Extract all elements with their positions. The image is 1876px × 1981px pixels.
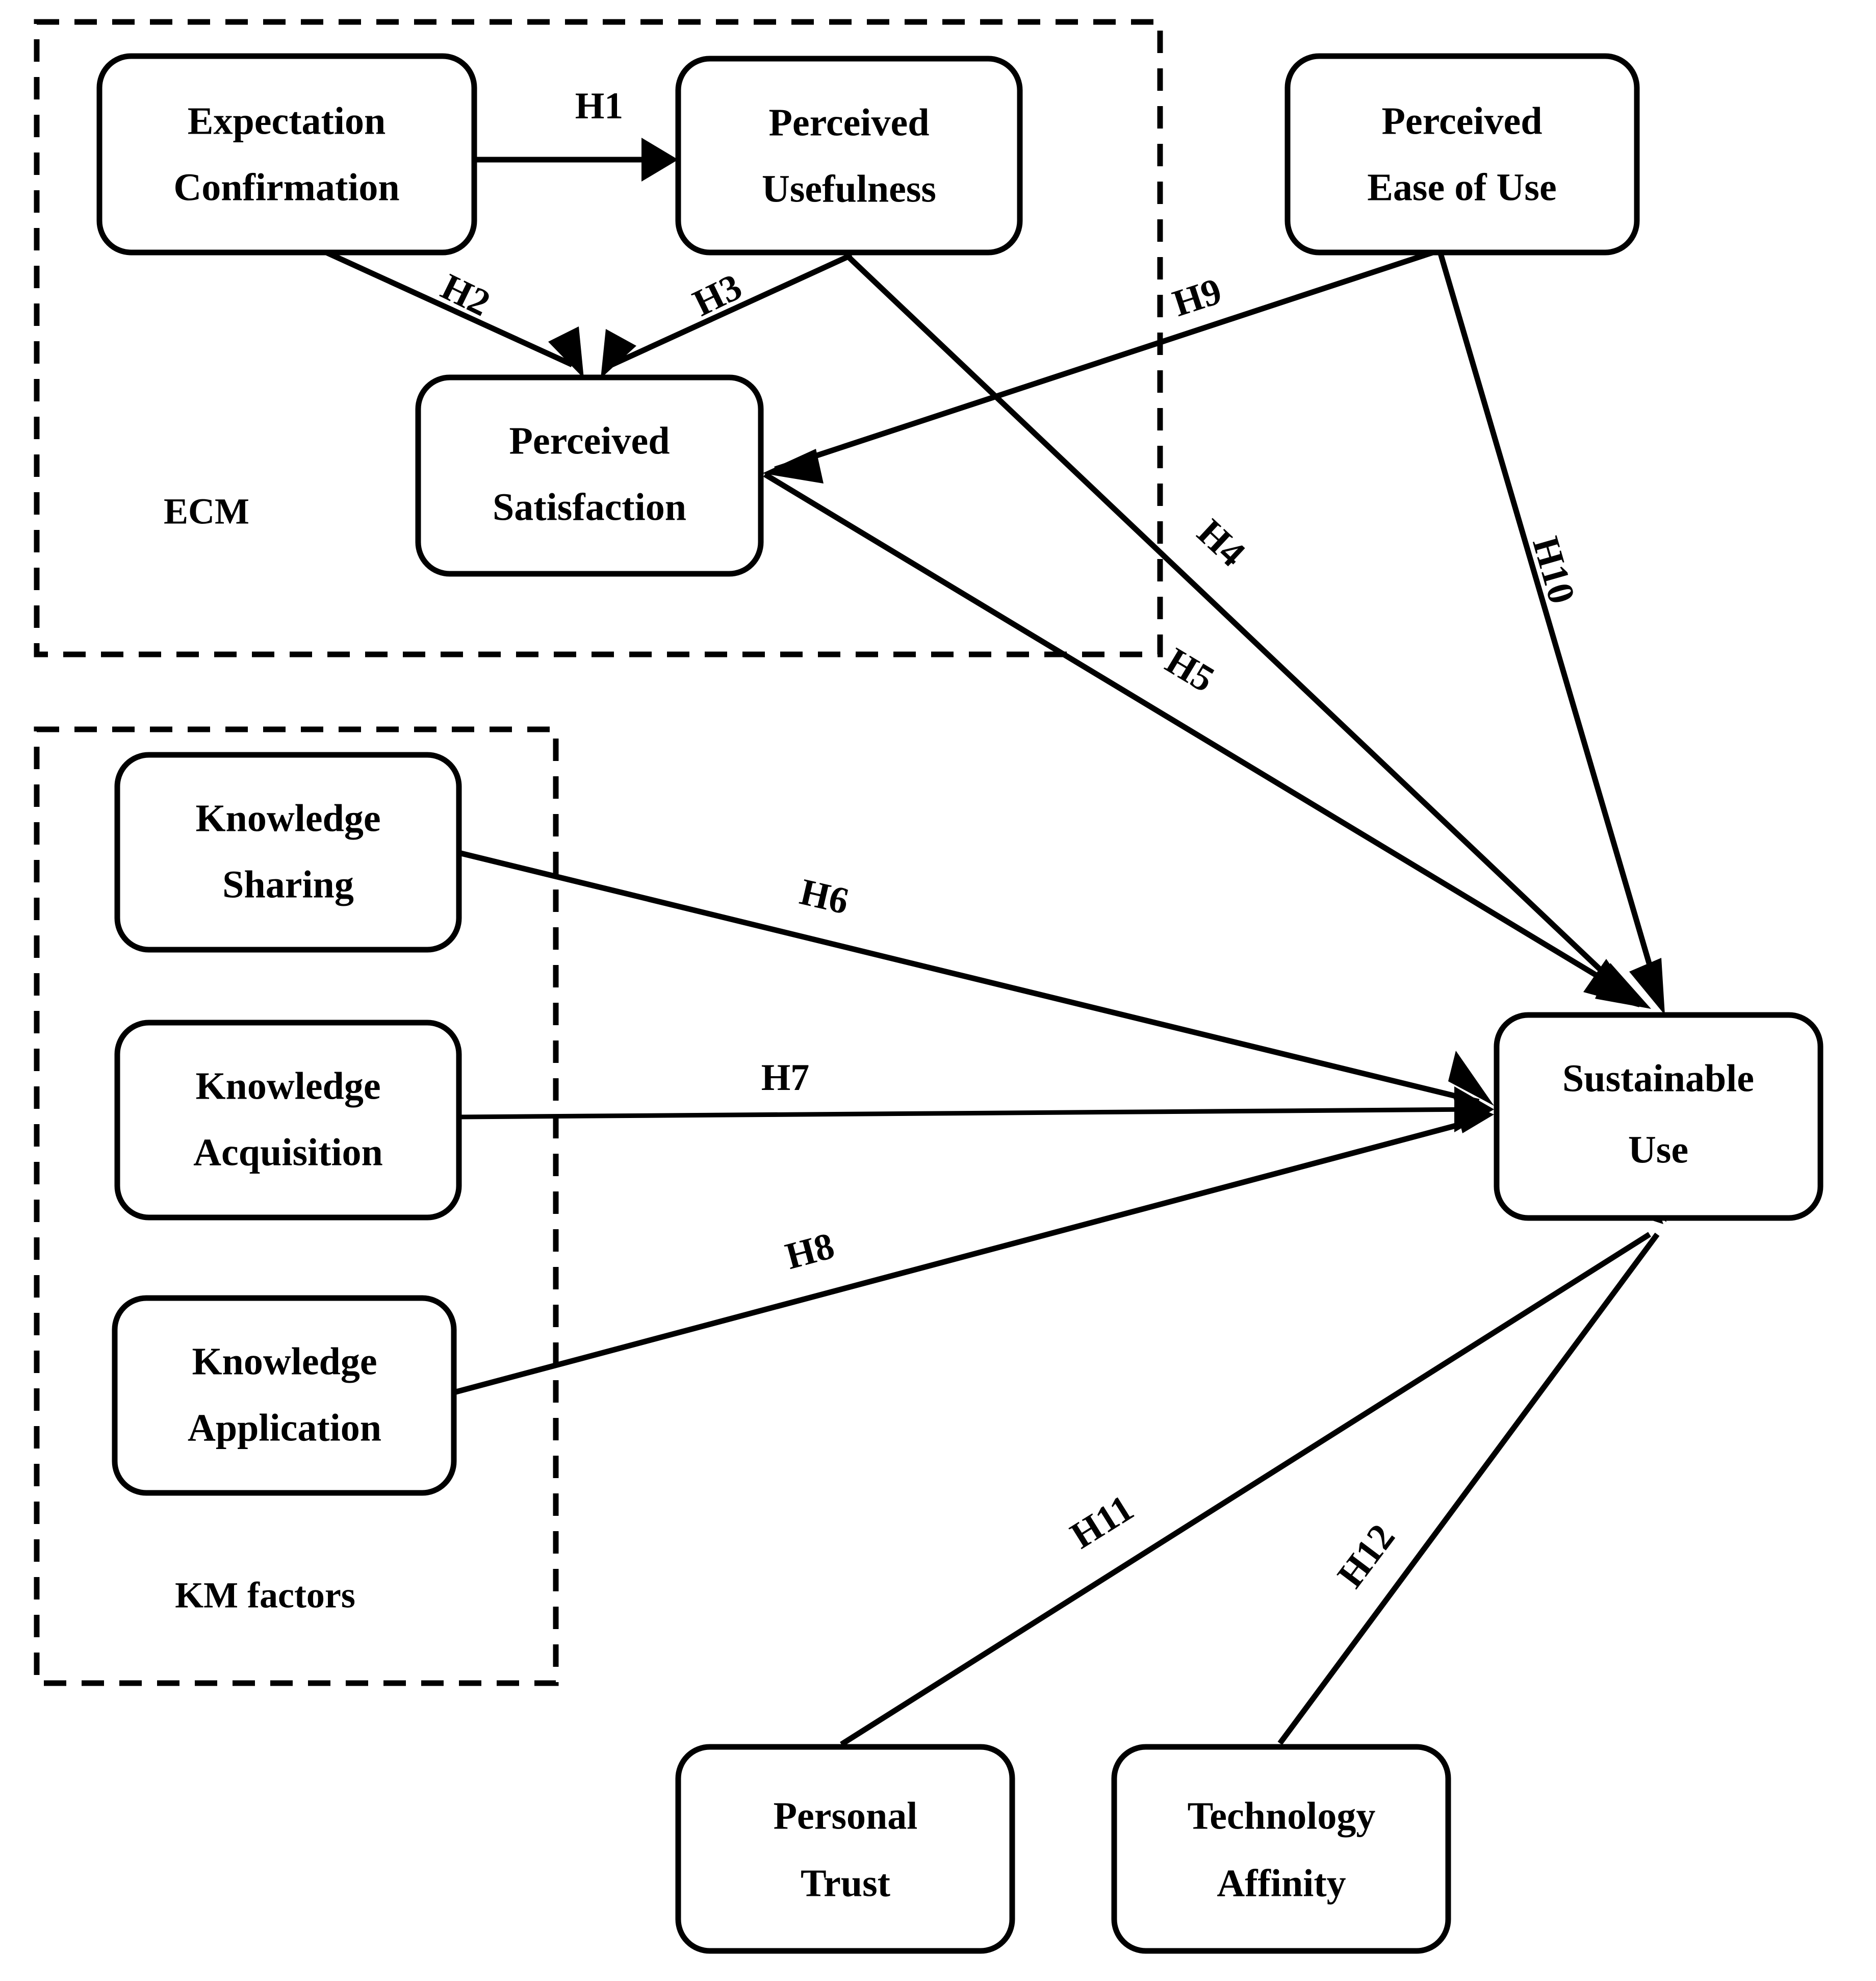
edge-h3: H3 [601,252,853,378]
node-label-expectation-confirmation-line2: Confirmation [173,166,399,209]
node-knowledge-acquisition[interactable]: Knowledge Acquisition [114,1020,462,1221]
group-box-km [34,726,559,1686]
node-label-knowledge-acquisition-line2: Acquisition [193,1131,383,1174]
node-label-knowledge-acquisition-line1: Knowledge [195,1064,380,1107]
edge-label-h7: H7 [761,1057,810,1099]
node-label-perceived-satisfaction-line2: Satisfaction [493,486,686,528]
node-label-sustainable-use-line1: Sustainable [1562,1057,1754,1100]
edge-label-h12: H12 [1329,1517,1403,1595]
edge-h6: H6 [458,850,1494,1106]
node-label-expectation-confirmation-line1: Expectation [188,99,386,142]
edge-label-h6: H6 [796,871,853,923]
node-label-perceived-usefulness-line1: Perceived [768,101,929,144]
edge-label-h4: H4 [1189,512,1253,575]
node-label-personal-trust-line2: Trust [801,1862,890,1904]
group-label-km: KM factors [175,1575,355,1616]
node-label-sustainable-use-line2: Use [1628,1128,1688,1171]
node-label-knowledge-sharing-line2: Sharing [222,863,354,906]
node-perceived-satisfaction[interactable]: Perceived Satisfaction [415,374,764,577]
node-box-perceived-usefulness[interactable] [675,56,1023,256]
edge-label-h5: H5 [1159,640,1221,700]
edge-h1: H1 [474,85,678,182]
edge-h9: H9 [762,249,1434,484]
edge-label-h3: H3 [686,266,748,324]
edge-label-h1: H1 [575,85,624,127]
group-box-ecm [34,19,1163,657]
node-box-knowledge-acquisition[interactable] [114,1020,462,1221]
edge-label-h10: H10 [1524,532,1583,608]
node-personal-trust[interactable]: Personal Trust [675,1744,1015,1954]
node-label-personal-trust-line1: Personal [774,1794,918,1837]
node-box-knowledge-sharing[interactable] [114,752,462,953]
edge-h4: H4 [844,253,1639,1007]
node-knowledge-application[interactable]: Knowledge Application [112,1295,457,1496]
node-label-technology-affinity-line1: Technology [1188,1794,1376,1837]
node-box-knowledge-application[interactable] [112,1295,457,1496]
edge-label-h11: H11 [1063,1487,1141,1557]
node-box-technology-affinity[interactable] [1111,1744,1451,1954]
node-label-knowledge-sharing-line1: Knowledge [195,797,380,840]
node-box-perceived-ease-of-use[interactable] [1284,53,1640,256]
edge-label-h8: H8 [781,1225,839,1278]
edge-h11: H11 [840,1178,1663,1747]
edge-h8: H8 [453,1097,1494,1395]
node-label-knowledge-application-line1: Knowledge [192,1340,377,1383]
node-label-technology-affinity-line2: Affinity [1217,1862,1346,1904]
node-perceived-usefulness[interactable]: Perceived Usefulness [675,56,1023,256]
node-perceived-ease-of-use[interactable]: Perceived Ease of Use [1284,53,1640,256]
node-expectation-confirmation[interactable]: Expectation Confirmation [96,53,477,256]
node-label-perceived-ease-of-use-line2: Ease of Use [1367,166,1557,209]
node-box-perceived-satisfaction[interactable] [415,374,764,577]
node-knowledge-sharing[interactable]: Knowledge Sharing [114,752,462,953]
node-sustainable-use[interactable]: Sustainable Use [1494,1012,1823,1221]
group-label-ecm: ECM [164,491,249,532]
node-label-perceived-satisfaction-line1: Perceived [509,419,670,462]
node-label-perceived-usefulness-line2: Usefulness [762,167,936,210]
node-box-personal-trust[interactable] [675,1744,1015,1954]
node-box-sustainable-use[interactable] [1494,1012,1823,1221]
node-label-perceived-ease-of-use-line1: Perceived [1381,99,1542,142]
node-box-expectation-confirmation[interactable] [96,53,477,256]
edge-label-h2: H2 [435,266,497,324]
edge-h2: H2 [325,249,584,378]
node-label-knowledge-application-line2: Application [188,1406,381,1449]
node-technology-affinity[interactable]: Technology Affinity [1111,1744,1451,1954]
edge-label-h9: H9 [1168,270,1226,325]
